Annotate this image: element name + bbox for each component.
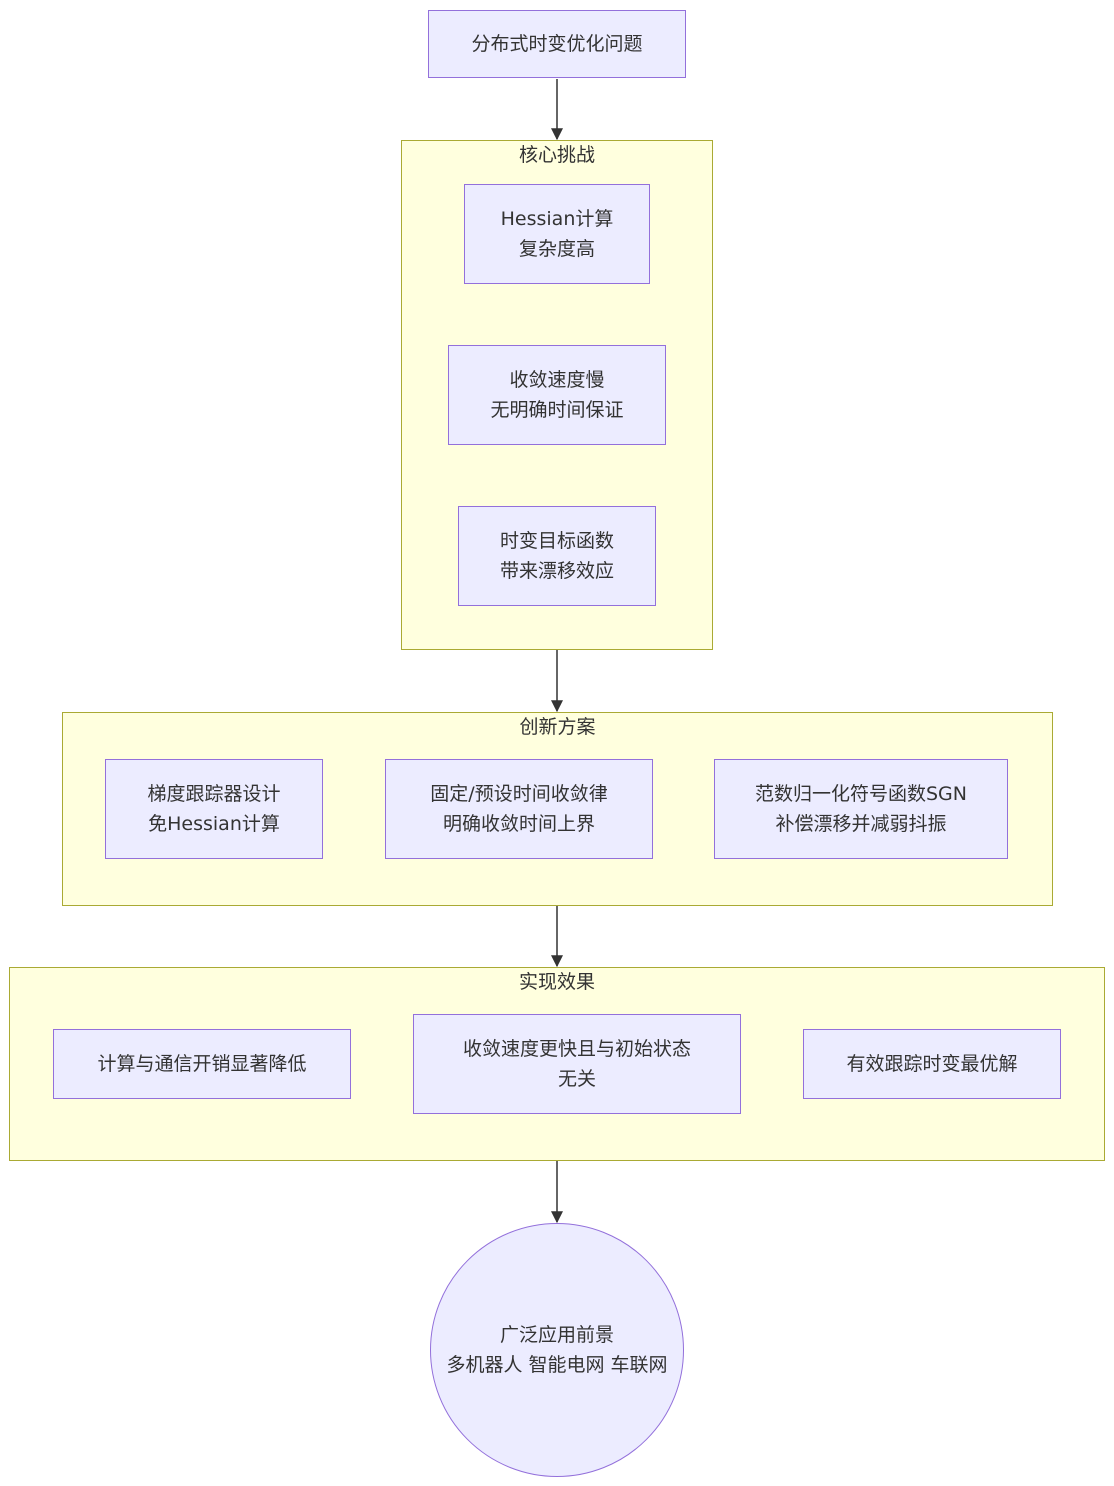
cost-node: 计算与通信开销显著降低 [53,1029,351,1099]
challenges-title: 核心挑战 [518,144,595,166]
prospect-line1: 广泛应用前景 [499,1324,614,1346]
tracker-line1: 梯度跟踪器设计 [147,783,281,805]
sgn-line1: 范数归一化符号函数SGN [755,783,967,805]
fixed-time-line2: 明确收敛时间上界 [442,813,595,835]
tracker-node: 梯度跟踪器设计 免Hessian计算 [105,759,323,859]
fixed-time-node: 固定/预设时间收敛律 明确收敛时间上界 [385,759,653,859]
prospect-circle-node: 广泛应用前景 多机器人 智能电网 车联网 [430,1223,684,1477]
results-title: 实现效果 [518,971,595,993]
hessian-node: Hessian计算 复杂度高 [464,184,650,284]
speed-node: 收敛速度更快且与初始状态 无关 [413,1014,741,1114]
hessian-line1: Hessian计算 [500,208,614,230]
sgn-line2: 补偿漂移并减弱抖振 [775,813,947,835]
cost-line1: 计算与通信开销显著降低 [97,1053,307,1075]
tracker-line2: 免Hessian计算 [148,813,280,835]
drift-line2: 带来漂移效应 [499,560,614,582]
drift-line1: 时变目标函数 [499,530,614,552]
problem-label: 分布式时变优化问题 [471,33,643,55]
hessian-line2: 复杂度高 [518,238,595,260]
drift-node: 时变目标函数 带来漂移效应 [458,506,656,606]
slow-convergence-node: 收敛速度慢 无明确时间保证 [448,345,666,445]
sgn-node: 范数归一化符号函数SGN 补偿漂移并减弱抖振 [714,759,1008,859]
track-line1: 有效跟踪时变最优解 [846,1053,1018,1075]
innovation-title: 创新方案 [519,716,596,738]
slow-line2: 无明确时间保证 [490,399,624,421]
speed-line1: 收敛速度更快且与初始状态 [462,1038,691,1060]
prospect-line2: 多机器人 智能电网 车联网 [446,1354,668,1376]
track-node: 有效跟踪时变最优解 [803,1029,1061,1099]
fixed-time-line1: 固定/预设时间收敛律 [430,783,608,805]
speed-line2: 无关 [557,1068,596,1090]
slow-line1: 收敛速度慢 [509,369,605,391]
problem-node: 分布式时变优化问题 [428,10,686,78]
